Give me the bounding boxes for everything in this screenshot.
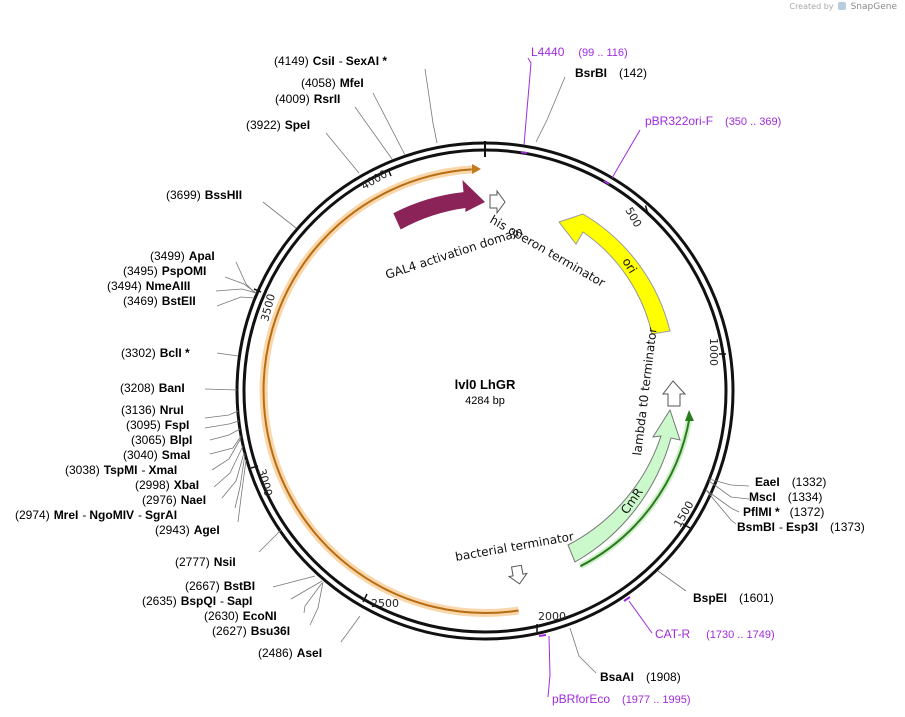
primer-label: pBR322ori-F(350 .. 369) [645, 114, 781, 128]
bacterial-terminator-arrow [507, 564, 528, 585]
orange-feature-line [262, 168, 519, 614]
bacterial-terminator-label: bacterial terminator [454, 529, 575, 564]
enzyme-label: (3302)BclI * [121, 346, 190, 360]
enzyme-label: MscI(1334) [749, 490, 822, 504]
gal4-activation-domain-arrow [393, 180, 485, 230]
enzyme-label: (3494)NmeAIII [107, 279, 190, 293]
enzyme-label: EaeI(1332) [755, 475, 826, 489]
enzyme-label: (2486)AseI [258, 646, 322, 660]
green-feature-line [579, 417, 691, 568]
enzyme-label: (4149)CsiI-SexAI * [274, 54, 387, 68]
enzyme-label: (4009)RsrII [275, 92, 340, 106]
primer-leader-lines [523, 57, 653, 698]
enzyme-label: (2976)NaeI [142, 493, 206, 507]
enzyme-label: (4058)MfeI [301, 76, 364, 90]
plasmid-name: lvl0 LhGR [455, 377, 516, 392]
credit-brand: SnapGene [850, 2, 897, 12]
green-feature-arrowhead [685, 410, 694, 421]
enzyme-label: (2635)BspQI-SapI [142, 594, 252, 608]
tick-2000: 2000 [538, 610, 566, 623]
enzyme-label: (2998)XbaI [135, 478, 199, 492]
tick-2500: 2500 [371, 597, 399, 610]
enzyme-label: (2627)Bsu36I [212, 624, 290, 638]
tick-1000: 1000 [707, 338, 720, 366]
enzyme-label: BsmBI-Esp3I(1373) [737, 520, 865, 534]
enzyme-label: (3499)ApaI [150, 249, 215, 263]
his-operon-terminator-arrow [489, 189, 506, 215]
enzyme-label: (2777)NsiI [175, 555, 236, 569]
enzyme-label: (2943)AgeI [155, 523, 220, 537]
plasmid-size: 4284 bp [465, 395, 505, 407]
enzyme-label: (2667)BstBI [185, 579, 255, 593]
enzyme-label: (3038)TspMI-XmaI [65, 463, 177, 477]
enzyme-label: (3065)BlpI [131, 433, 192, 447]
lambda-terminator-arrow [661, 380, 687, 407]
enzyme-label: (3469)BstEII [123, 294, 196, 308]
primer-label: pBRforEco(1977 .. 1995) [552, 692, 691, 706]
cmr-arrow [567, 408, 681, 563]
primer-label: L4440(99 .. 116) [531, 45, 628, 59]
enzyme-label: BsrBI(142) [575, 66, 647, 80]
enzyme-leader-lines [204, 68, 750, 674]
enzyme-label: (3136)NruI [121, 403, 184, 417]
enzyme-label: (2974)MreI-NgoMIV-SgrAI [15, 508, 177, 522]
orange-feature-arrowhead [472, 164, 481, 174]
enzyme-label: (2630)EcoNI [204, 609, 277, 623]
scale-ticks [250, 168, 726, 632]
ori-arrow [558, 213, 671, 335]
enzyme-label: (3495)PspOMI [123, 264, 206, 278]
primer-marks [520, 151, 631, 637]
enzyme-label: (3922)SpeI [246, 118, 310, 132]
enzyme-label: (3040)SmaI [123, 448, 190, 462]
credit-prefix: Created by [789, 2, 834, 11]
enzyme-label: PflMI *(1372) [743, 505, 824, 519]
enzyme-label: BsaAI(1908) [600, 670, 681, 684]
primer-label: CAT-R(1730 .. 1749) [655, 627, 775, 641]
enzyme-label: BspEI(1601) [693, 591, 774, 605]
enzyme-label: (3208)BanI [120, 381, 185, 395]
enzyme-label: (3699)BssHII [166, 188, 242, 202]
enzyme-label: (3095)FspI [126, 418, 189, 432]
snapgene-logo-icon [838, 2, 847, 10]
snapgene-credit: Created by SnapGene [789, 2, 897, 12]
gal4-activation-domain-label: GAL4 activation domain [384, 224, 525, 282]
